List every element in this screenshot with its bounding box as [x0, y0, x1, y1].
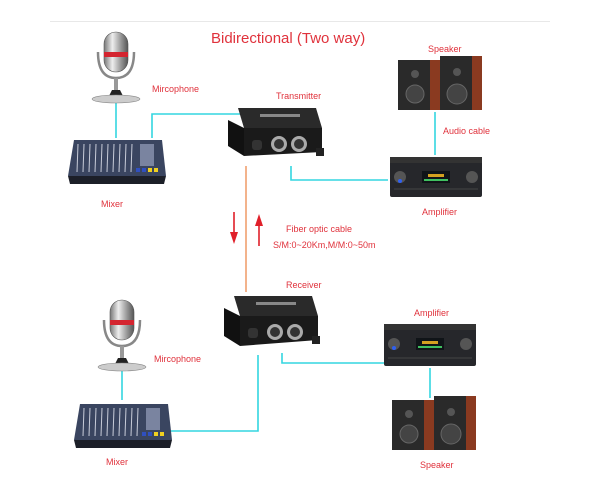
- arrow-down-icon: [230, 212, 238, 244]
- audio-cable-mixer-receiver: [170, 355, 259, 432]
- audio-cable-transmitter-amplifier: [290, 166, 388, 181]
- microphone-icon: [91, 31, 141, 104]
- amplifier-label-top: Amplifier: [422, 207, 458, 217]
- transmitter-device-icon: [228, 108, 324, 156]
- mixer-icon: [74, 404, 172, 448]
- amplifier-icon: [390, 157, 482, 197]
- fiber-cable-spec: S/M:0~20Km,M/M:0~50m: [273, 240, 376, 250]
- speaker-label-bottom: Speaker: [420, 460, 454, 470]
- receiver-label: Receiver: [286, 280, 322, 290]
- fiber-cable-label: Fiber optic cable: [286, 224, 353, 234]
- header-divider: [50, 21, 550, 22]
- mixer-label-bottom: Mixer: [106, 457, 128, 467]
- microphone-icon: [97, 299, 147, 372]
- speaker-icon: [392, 396, 476, 450]
- audio-cable-label: Audio cable: [443, 126, 491, 136]
- microphone-label-bottom: Mircophone: [154, 354, 202, 364]
- transmitter-label: Transmitter: [276, 91, 322, 101]
- arrow-up-icon: [255, 214, 263, 246]
- mixer-label-top: Mixer: [101, 199, 123, 209]
- microphone-label-top: Mircophone: [152, 84, 200, 94]
- audio-cable-receiver-amplifier: [281, 353, 388, 364]
- receiver-device-icon: [224, 296, 320, 346]
- amplifier-label-bottom: Amplifier: [414, 308, 450, 318]
- speaker-label-top: Speaker: [428, 44, 462, 54]
- speaker-icon: [398, 56, 482, 110]
- mixer-icon: [68, 140, 166, 184]
- amplifier-icon: [384, 324, 476, 366]
- diagram-title: Bidirectional (Two way): [211, 30, 366, 47]
